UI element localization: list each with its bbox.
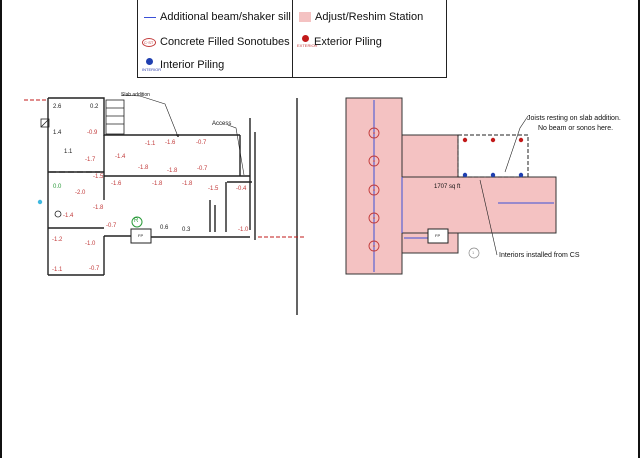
sonotube-centers	[373, 132, 375, 247]
legend-item-exterior: Exterior Piling	[314, 36, 382, 48]
marker-dot-icon	[37, 199, 43, 205]
reshim-box-swatch	[299, 12, 311, 22]
chimney-box	[40, 118, 50, 128]
reading: -1.1	[145, 141, 156, 147]
joist-note-line1: Joists resting on slab addition.	[527, 115, 621, 122]
interior-pilings	[462, 172, 524, 178]
r-marker-label: R	[134, 218, 139, 224]
marker-circle	[468, 247, 480, 259]
exterior-pilings	[462, 137, 524, 143]
exterior-icon-caption: EXTERIOR	[297, 43, 318, 48]
marker-text: 1	[472, 250, 475, 255]
joist-note-line2: No beam or sonos here.	[538, 125, 614, 132]
reading: -1.8	[167, 168, 178, 174]
legend-item-interior: Interior Piling	[160, 59, 225, 71]
sonotubes	[368, 127, 380, 252]
reading: -1.0	[238, 227, 249, 233]
access-label: Access	[212, 121, 232, 127]
reading: -0.4	[236, 186, 247, 192]
legend-divider	[292, 0, 293, 78]
interior-icon-caption: INTERIOR	[142, 67, 162, 72]
reading: -1.8	[182, 181, 193, 187]
reading: 0.3	[182, 227, 191, 233]
legend-item-beam: Additional beam/shaker sill	[160, 11, 291, 23]
joist-note-leader	[504, 115, 529, 173]
beam-line-swatch	[144, 17, 156, 18]
toilet-icon	[54, 210, 62, 218]
reading: -1.8	[152, 181, 163, 187]
reading: -1.0	[85, 241, 96, 247]
reading: -1.2	[52, 237, 63, 243]
slab-leader	[120, 94, 178, 135]
reading: -0.9	[87, 130, 98, 136]
area-label: 1707 sq ft	[434, 184, 461, 190]
reading: -0.7	[106, 223, 117, 229]
reading: 0.2	[90, 104, 99, 110]
fireplace-left	[130, 228, 152, 244]
reading: -1.1	[52, 267, 63, 273]
r-marker	[131, 216, 143, 228]
reading: -0.7	[89, 266, 100, 272]
sonotube-icon: C·ST	[142, 38, 156, 47]
reading: 0.6	[160, 225, 169, 231]
slab-addition-label: Slab addition	[121, 92, 150, 98]
legend-item-sonotubes: Concrete Filled Sonotubes	[160, 36, 290, 48]
reading: -1.5	[208, 186, 219, 192]
interiors-note: Interiors installed from CS	[499, 252, 580, 259]
reading: -0.7	[197, 166, 208, 172]
reading: 1.1	[64, 149, 73, 155]
reading: -1.4	[63, 213, 74, 219]
reading: -1.4	[115, 154, 126, 160]
reading: -1.8	[138, 165, 149, 171]
legend-item-reshim: Adjust/Reshim Station	[315, 11, 424, 23]
reading: -1.5	[93, 174, 104, 180]
reading: -1.7	[85, 157, 96, 163]
fireplace-right	[427, 228, 449, 244]
plan-walls	[47, 97, 298, 315]
fp-label-left: FP	[138, 233, 144, 238]
reading: 1.4	[53, 130, 62, 136]
access-leader	[227, 124, 245, 176]
interior-piling-icon	[146, 58, 153, 65]
reading: -0.7	[196, 140, 207, 146]
reading: -1.8	[93, 205, 104, 211]
reading: -1.6	[165, 140, 176, 146]
exterior-piling-icon	[302, 35, 309, 42]
reading: 0.0	[53, 184, 62, 190]
legend: Additional beam/shaker sill Adjust/Reshi…	[137, 0, 447, 78]
stairs	[105, 99, 125, 135]
fp-label-right: FP	[435, 233, 441, 238]
reading: 2.6	[53, 104, 62, 110]
interiors-note-leader	[479, 179, 498, 256]
reading: -2.0	[75, 190, 86, 196]
reading: -1.6	[111, 181, 122, 187]
